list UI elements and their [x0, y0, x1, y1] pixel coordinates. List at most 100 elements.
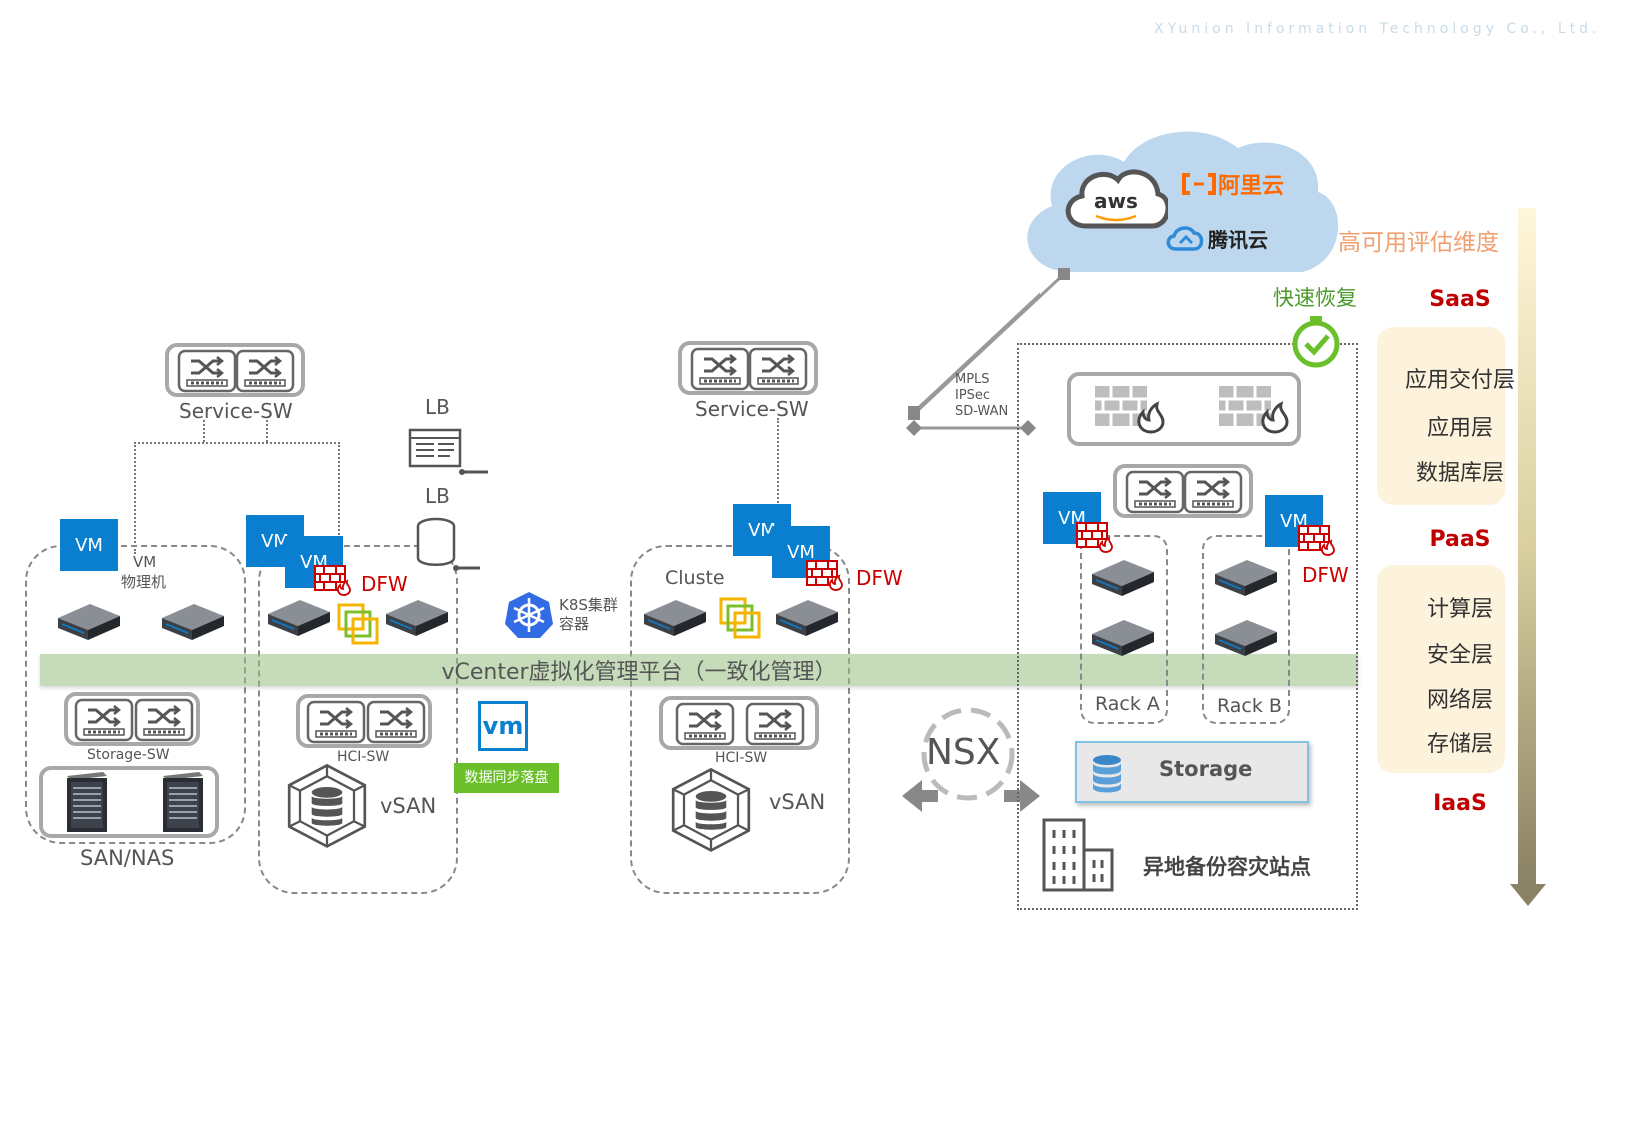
vmware-icon: [336, 602, 380, 646]
vm-logo-text: vm: [482, 712, 524, 740]
switch-icon: [745, 702, 805, 746]
switch-icon: [1125, 470, 1185, 514]
server-icon[interactable]: [382, 596, 452, 640]
tencent-cloud-icon: [1166, 225, 1204, 251]
dr-site-label: 异地备份容灾站点: [1143, 855, 1311, 879]
dfw-label: DFW: [1302, 563, 1349, 587]
saas-label: SaaS: [1429, 287, 1491, 312]
service-sw-label-2: Service-SW: [695, 397, 809, 421]
storage-label: Storage: [1159, 757, 1253, 781]
san-nas-panel[interactable]: [39, 766, 219, 838]
container-label: 容器: [559, 615, 590, 633]
server-icon[interactable]: [1088, 556, 1158, 600]
link-line: [203, 420, 205, 442]
vsan-icon: [282, 760, 372, 850]
wan-label-mpls: MPLS: [955, 372, 990, 387]
kubernetes-icon: [505, 592, 553, 638]
vm-box[interactable]: VM: [60, 519, 118, 571]
hci-sw-panel-2[interactable]: [659, 696, 819, 750]
storage-box[interactable]: Storage: [1075, 741, 1309, 803]
storage-rack-icon: [153, 770, 213, 834]
hci-sw-label-1: HCI-SW: [337, 749, 390, 765]
switch-icon: [675, 702, 735, 746]
layer-network: 网络层: [1426, 688, 1493, 713]
storage-sw-panel[interactable]: [64, 692, 200, 746]
switch-icon: [690, 347, 750, 391]
stopwatch-icon: [1292, 316, 1340, 368]
storage-sw-label: Storage-SW: [87, 747, 170, 763]
layer-compute: 计算层: [1426, 597, 1493, 622]
tencent-text: 腾讯云: [1208, 228, 1268, 252]
layer-security: 安全层: [1426, 643, 1493, 668]
firewall-icon: [806, 560, 846, 592]
building-icon: [1042, 818, 1114, 892]
vsan-label-2: vSAN: [769, 790, 826, 814]
database-icon: [1093, 755, 1121, 793]
server-icon[interactable]: [1211, 616, 1281, 660]
rack-a-group: [1080, 535, 1168, 724]
wan-diagonal: [908, 268, 1070, 420]
layer-application: 应用层: [1426, 416, 1493, 441]
lb-label-2: LB: [425, 484, 450, 508]
fast-recovery-label: 快速恢复: [1273, 286, 1357, 310]
rack-a-label: Rack A: [1095, 693, 1160, 715]
iaas-label: IaaS: [1433, 791, 1487, 816]
rack-b-label: Rack B: [1217, 695, 1282, 717]
switch-icon: [306, 700, 366, 744]
server-icon[interactable]: [264, 596, 334, 640]
vcenter-label: vCenter虚拟化管理平台（一致化管理）: [441, 660, 837, 685]
tencent-logo: 腾讯云: [1166, 224, 1268, 253]
layer-database: 数据库层: [1415, 461, 1504, 486]
link-line: [266, 420, 268, 442]
hci-group-1: [258, 545, 458, 894]
link-line: [134, 442, 340, 554]
vcenter-band[interactable]: vCenter虚拟化管理平台（一致化管理）: [40, 654, 1358, 686]
public-cloud: [1027, 131, 1339, 272]
aliyun-icon: [1182, 173, 1216, 195]
nsx-connector: [902, 707, 1040, 812]
service-sw-panel-1[interactable]: [165, 343, 305, 397]
data-sync-badge: 数据同步落盘: [454, 763, 559, 793]
switch-icon: [366, 700, 426, 744]
dr-firewall-panel[interactable]: [1067, 372, 1301, 446]
server-icon[interactable]: [772, 596, 842, 640]
san-nas-label: SAN/NAS: [80, 846, 175, 870]
rack-b-group: [1202, 535, 1290, 724]
hci-sw-label-2: HCI-SW: [715, 750, 768, 766]
server-icon[interactable]: [640, 596, 710, 640]
lb-database-icon[interactable]: [416, 516, 488, 578]
lb-label-1: LB: [425, 395, 450, 419]
physical-vm-group: [25, 545, 246, 844]
firewall-icon: [1217, 382, 1291, 434]
server-icon[interactable]: [158, 600, 228, 644]
dr-switch-panel[interactable]: [1113, 464, 1253, 518]
dimensions-title: 高可用评估维度: [1338, 230, 1499, 256]
server-icon[interactable]: [1211, 556, 1281, 600]
hci-sw-panel-1[interactable]: [296, 694, 432, 748]
dfw-label: DFW: [361, 572, 408, 596]
nsx-label: NSX: [926, 732, 1001, 773]
layer-storage: 存储层: [1426, 732, 1493, 757]
wan-label-sdwan: SD-WAN: [955, 404, 1009, 419]
dfw-label: DFW: [856, 566, 903, 590]
vmware-icon: [718, 596, 762, 640]
firewall-icon: [1298, 525, 1338, 557]
k8s-label: K8S集群: [559, 596, 618, 614]
link-line: [777, 418, 779, 510]
switch-icon: [1183, 470, 1243, 514]
server-icon[interactable]: [1088, 616, 1158, 660]
physical-label: 物理机: [121, 573, 167, 591]
dr-site-boundary: [1017, 343, 1358, 910]
layer-app-delivery: 应用交付层: [1404, 368, 1515, 393]
vsan-label-1: vSAN: [380, 794, 437, 818]
wan-label-ipsec: IPSec: [955, 388, 991, 403]
paas-label: PaaS: [1429, 527, 1491, 552]
paas-layer-box: [1377, 565, 1505, 773]
service-sw-panel-2[interactable]: [678, 341, 818, 395]
lb-appliance-icon[interactable]: [408, 428, 492, 480]
switch-icon: [134, 698, 194, 742]
vm-logo: vm: [478, 701, 528, 751]
server-icon[interactable]: [54, 600, 124, 644]
aliyun-text: 阿里云: [1218, 174, 1285, 199]
switch-icon: [748, 347, 808, 391]
